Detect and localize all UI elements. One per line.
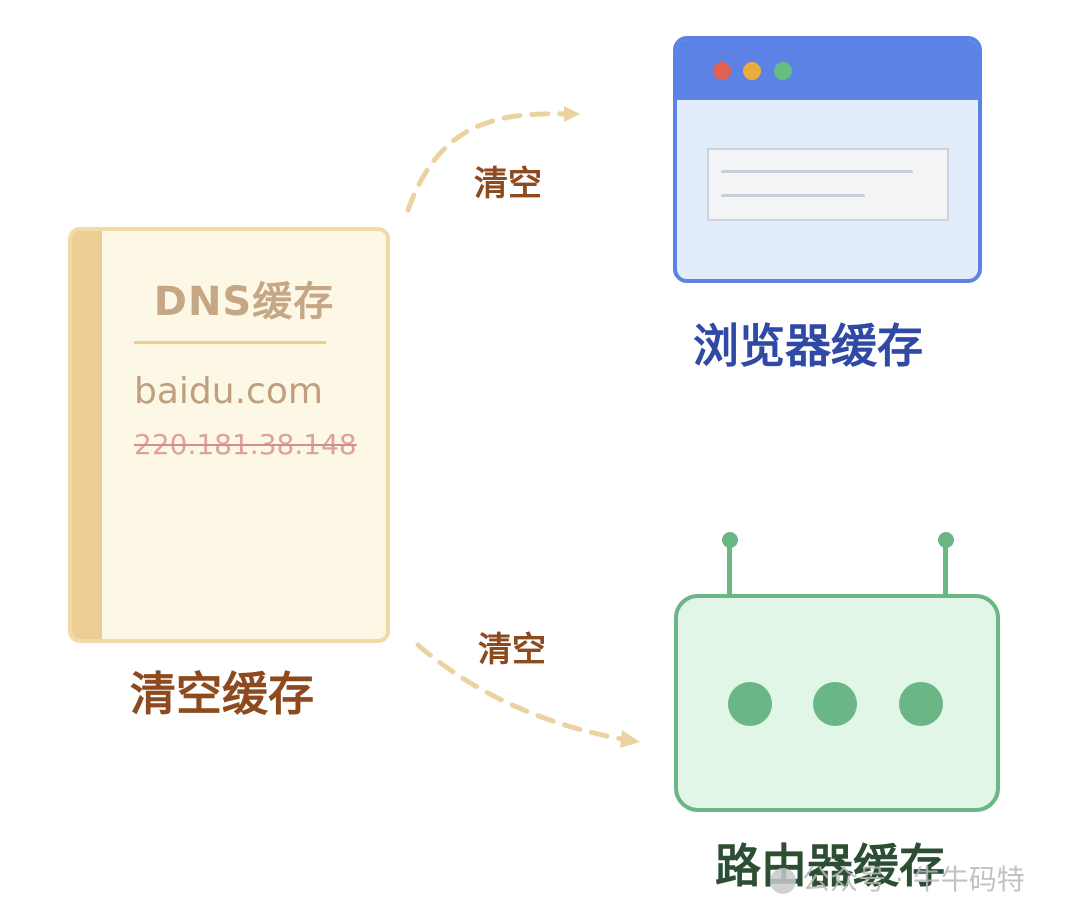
browser-window-icon	[673, 36, 982, 283]
browser-cache-label: 浏览器缓存	[693, 319, 923, 373]
arrow-to-router	[415, 642, 631, 743]
dns-cache-book: DNS缓存 baidu.com 220.181.38.148	[68, 227, 390, 643]
router-icon	[674, 594, 1000, 812]
clear-label-top: 清空	[474, 164, 542, 204]
title-divider	[134, 341, 326, 344]
close-dot-icon	[713, 62, 731, 80]
antenna-icon	[727, 540, 732, 596]
antenna-icon	[943, 540, 948, 596]
clear-label-bottom: 清空	[478, 630, 546, 670]
content-line	[721, 194, 865, 197]
router-light-icon	[728, 682, 772, 726]
router-light-icon	[899, 682, 943, 726]
minimize-dot-icon	[743, 62, 761, 80]
dns-cache-title: DNS缓存	[153, 279, 335, 325]
arrow-to-browser	[405, 111, 575, 213]
clear-cache-label: 清空缓存	[130, 667, 314, 721]
browser-content-panel	[707, 148, 949, 221]
maximize-dot-icon	[774, 62, 792, 80]
arrowhead-to-browser	[564, 106, 580, 122]
wechat-icon	[770, 868, 796, 894]
router-light-icon	[813, 682, 857, 726]
arrowhead-to-router	[620, 730, 640, 748]
watermark: 公众号 · 牛牛码特	[770, 858, 1025, 898]
watermark-text: 公众号 · 牛牛码特	[802, 863, 1025, 896]
router-cache-label: 路由器缓存	[715, 839, 945, 893]
browser-title-bar	[677, 40, 978, 100]
antenna-tip-icon	[722, 532, 738, 548]
dns-domain: baidu.com	[134, 371, 323, 412]
antenna-tip-icon	[938, 532, 954, 548]
content-line	[721, 170, 913, 173]
dns-ip-struck: 220.181.38.148	[134, 428, 357, 461]
book-spine	[72, 231, 102, 639]
